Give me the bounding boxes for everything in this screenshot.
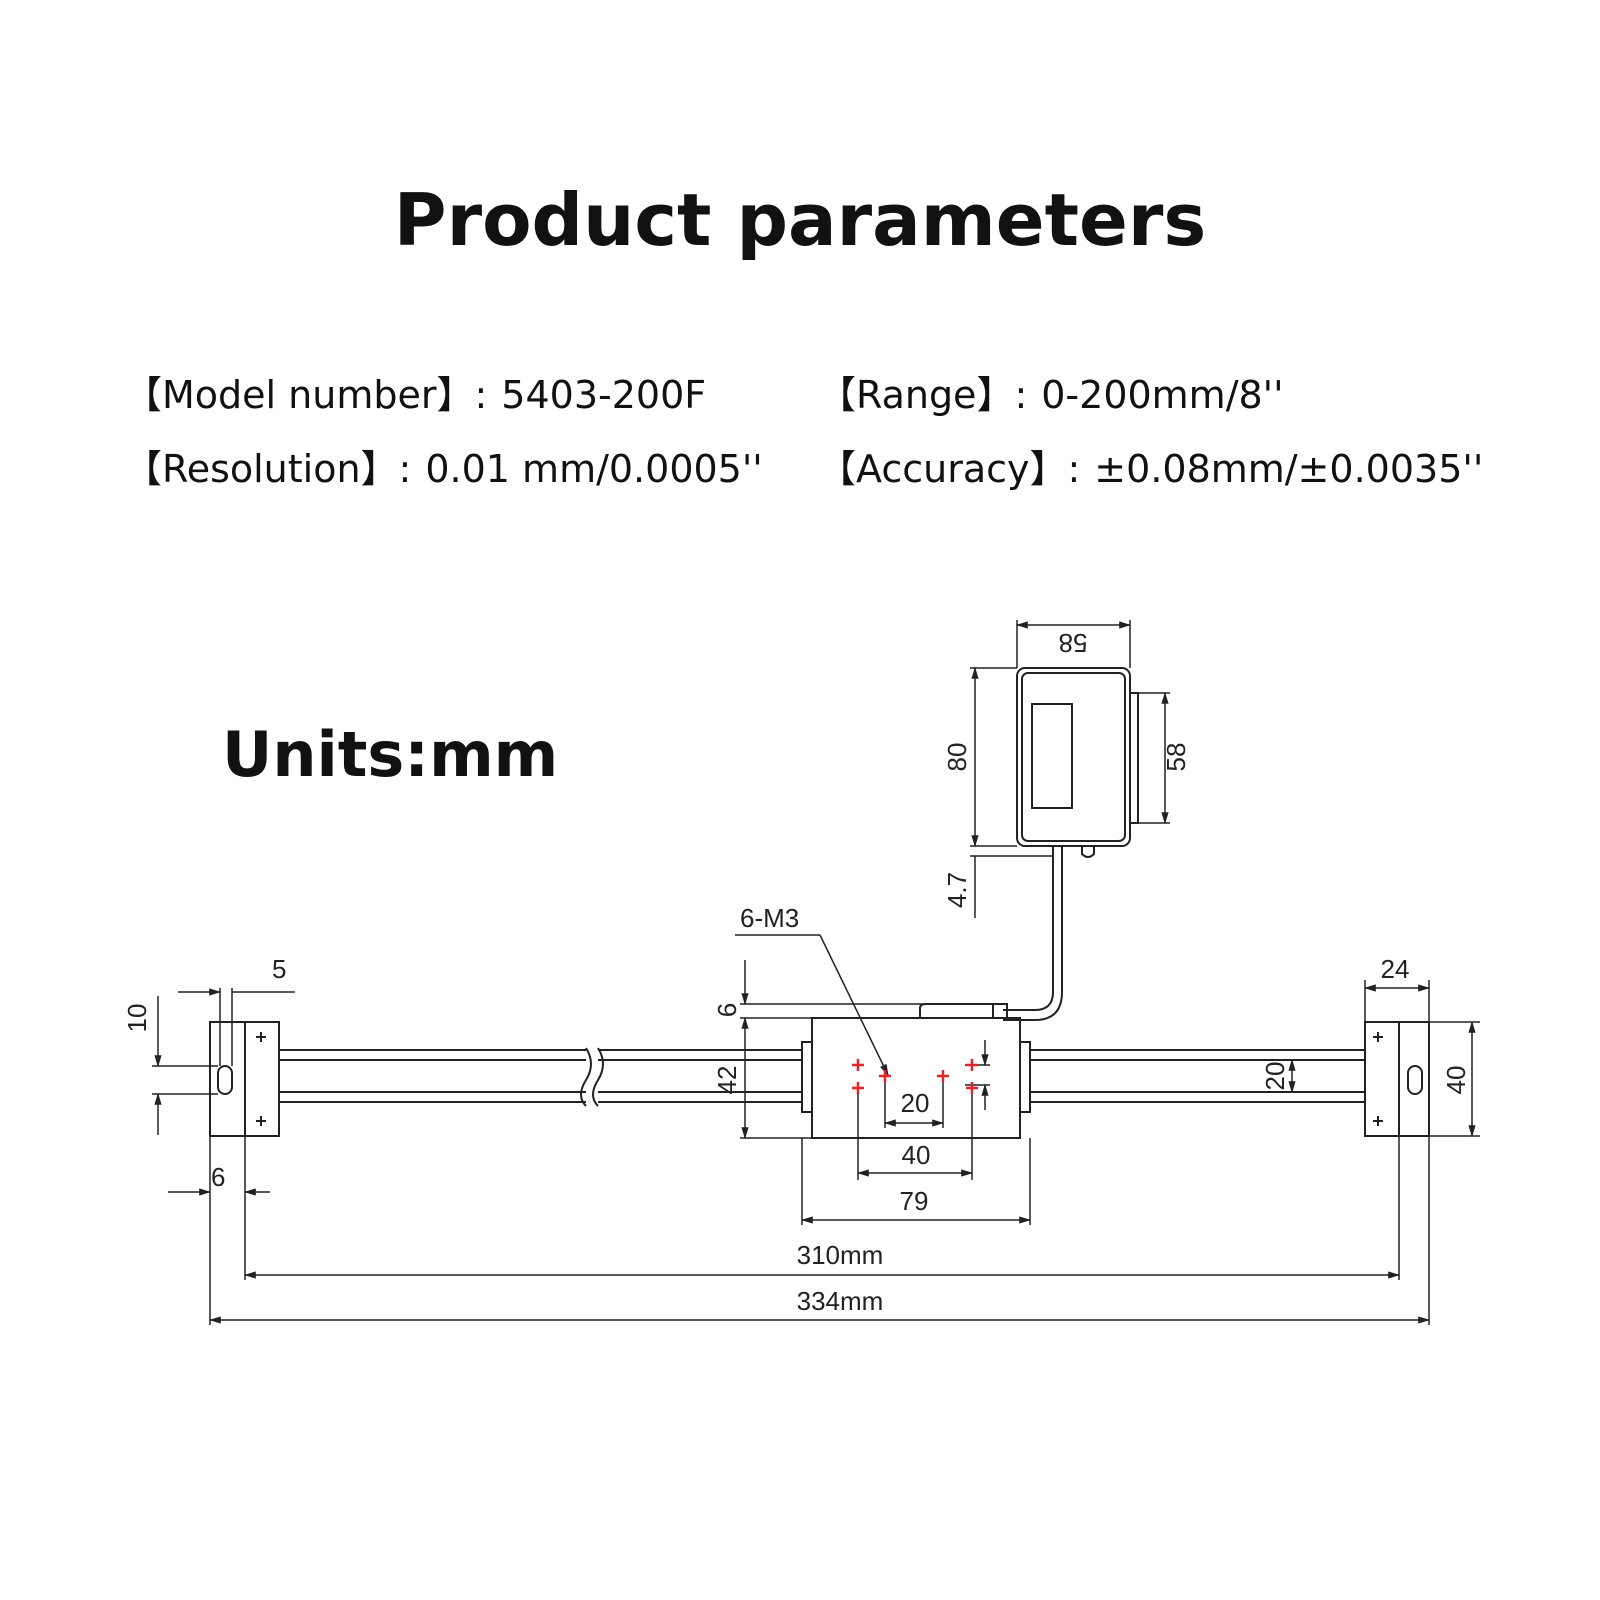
dim-display-side: 58 (1161, 743, 1191, 772)
right-screw-bottom-icon (1373, 1116, 1383, 1126)
dim-total-length: 334mm (797, 1286, 884, 1316)
spec-range: 【Range】: 0-200mm/8'' (818, 364, 1284, 419)
units-label: Units:mm (222, 718, 559, 791)
spec-model-value: 5403-200F (501, 373, 707, 417)
spec-model: 【Model number】: 5403-200F (124, 364, 706, 419)
mount-holes (852, 1059, 978, 1094)
dim-left-gap: 5 (272, 954, 286, 984)
spec-resolution: 【Resolution】: 0.01 mm/0.0005'' (124, 438, 763, 493)
spec-range-label: 【Range】: (818, 373, 1028, 417)
spec-resolution-value: 0.01 mm/0.0005'' (425, 447, 763, 491)
spec-accuracy-value: ±0.08mm/±0.0035'' (1094, 447, 1484, 491)
spec-accuracy-label: 【Accuracy】: (818, 447, 1081, 491)
cable (1003, 846, 1054, 1011)
left-end-block (209, 1021, 280, 1137)
dim-rail-height: 20 (1260, 1062, 1290, 1091)
hole-marker (852, 1082, 864, 1094)
spec-accuracy: 【Accuracy】: ±0.08mm/±0.0035'' (818, 438, 1483, 493)
left-screw-bottom-icon (256, 1116, 266, 1126)
page-title: Product parameters (393, 178, 1207, 262)
display-unit (1016, 667, 1139, 858)
dim-hole-pitch-small: 20 (901, 1088, 930, 1118)
dim-display-width: 58 (1059, 628, 1088, 658)
right-screw-top-icon (1373, 1032, 1383, 1042)
right-end-block (1364, 1021, 1430, 1137)
hole-marker (966, 1059, 978, 1071)
scale-rail (279, 1047, 1365, 1107)
hole-marker (852, 1059, 864, 1071)
spec-resolution-label: 【Resolution】: (124, 447, 412, 491)
dim-mount-distance: 310mm (797, 1240, 884, 1270)
left-screw-top-icon (256, 1032, 266, 1042)
dim-display-height: 80 (942, 743, 972, 772)
dim-left-slot: 10 (122, 1004, 152, 1033)
dim-slider-height: 42 (712, 1066, 742, 1095)
dim-hole-pitch-large: 40 (902, 1140, 931, 1170)
dim-display-offset: 4.7 (942, 872, 972, 908)
spec-model-label: 【Model number】: (124, 373, 488, 417)
dim-right-block-height: 40 (1441, 1066, 1471, 1095)
dim-slider-width: 79 (900, 1186, 929, 1216)
slider-block (801, 1017, 1031, 1139)
dim-mount-holes: 6-M3 (740, 903, 799, 933)
dim-right-block-width: 24 (1381, 954, 1410, 984)
spec-range-value: 0-200mm/8'' (1041, 373, 1284, 417)
hole-marker (879, 1070, 891, 1082)
dim-left-base: 6 (211, 1162, 225, 1192)
dim-slider-top: 6 (712, 1003, 742, 1017)
hole-marker (937, 1070, 949, 1082)
hole-marker (966, 1082, 978, 1094)
